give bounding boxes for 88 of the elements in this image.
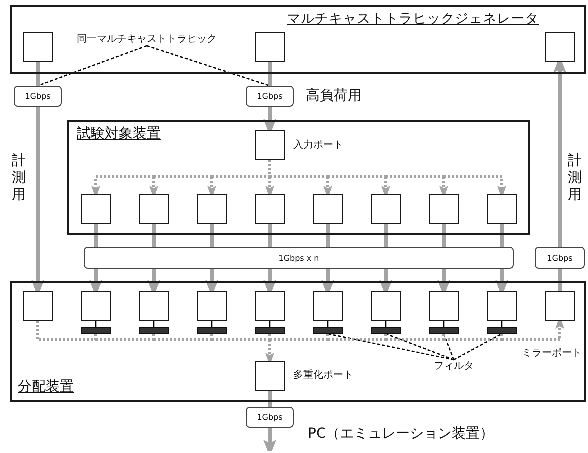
dashed-line xyxy=(270,176,328,178)
dashed-line xyxy=(386,176,444,178)
dashed-line xyxy=(96,338,154,342)
port-box xyxy=(139,194,169,224)
device-title: 分配装置 xyxy=(18,379,74,396)
filter-bar xyxy=(139,327,169,334)
dashed-line xyxy=(36,321,96,342)
port-box xyxy=(545,32,575,62)
port-box xyxy=(255,291,285,321)
vertical-note: 計測用 xyxy=(11,153,27,204)
bandwidth-tag: 1Gbps xyxy=(535,247,585,269)
port-box xyxy=(545,291,575,321)
port-box xyxy=(487,291,517,321)
leader-line xyxy=(454,333,502,361)
dashed-line xyxy=(154,338,212,342)
side-note: 高負荷用 xyxy=(306,88,362,105)
dashed-line xyxy=(442,334,446,340)
filter-bar xyxy=(255,327,285,334)
port-label: ミラーポート xyxy=(522,348,582,360)
link-line xyxy=(36,62,40,86)
filter-bar xyxy=(371,327,401,334)
dashed-line xyxy=(444,338,502,342)
device-title: 試験対象装置 xyxy=(77,126,161,143)
bandwidth-band: 1Gbps x n xyxy=(84,247,514,269)
leader-line xyxy=(443,334,455,360)
link-line xyxy=(326,224,330,247)
link-line xyxy=(268,224,272,247)
port-box xyxy=(197,194,227,224)
port-label: 多重化ポート xyxy=(294,370,354,382)
port-box xyxy=(429,194,459,224)
bandwidth-tag: 1Gbps xyxy=(246,407,294,428)
leader-line xyxy=(386,333,454,361)
bandwidth-tag: 1Gbps xyxy=(14,86,62,107)
link-line xyxy=(384,224,388,247)
dashed-line xyxy=(212,338,270,342)
filter-bar xyxy=(429,327,459,334)
side-note: PC（エミュレーション装置） xyxy=(308,426,494,443)
port-box xyxy=(197,291,227,321)
callout-text: フィルタ xyxy=(434,360,474,373)
leader-line xyxy=(328,333,454,361)
dashed-line xyxy=(386,338,444,342)
port-box xyxy=(255,194,285,224)
filter-bar xyxy=(81,327,111,334)
dashed-line xyxy=(326,334,330,340)
filter-bar xyxy=(313,327,343,334)
device-frame xyxy=(10,5,586,74)
port-box xyxy=(139,291,169,321)
dashed-line xyxy=(268,160,272,177)
dashed-line xyxy=(328,176,386,178)
port-box xyxy=(313,291,343,321)
bandwidth-tag: 1Gbps xyxy=(246,86,294,107)
port-box xyxy=(313,194,343,224)
filter-bar xyxy=(197,327,227,334)
dashed-line xyxy=(152,334,156,340)
link-line xyxy=(268,391,272,407)
dashed-line xyxy=(210,334,214,340)
port-box xyxy=(81,291,111,321)
device-frame xyxy=(10,281,586,402)
dashed-line xyxy=(154,176,212,178)
dashed-line xyxy=(212,176,270,178)
device-frame xyxy=(67,120,530,235)
filter-bar xyxy=(487,327,517,334)
dashed-line xyxy=(270,338,328,342)
link-line xyxy=(94,224,98,247)
dashed-line xyxy=(328,338,386,342)
dashed-line xyxy=(500,334,504,340)
link-line xyxy=(442,224,446,247)
leader-line xyxy=(146,45,270,87)
port-box xyxy=(23,32,53,62)
port-label: 入力ポート xyxy=(294,140,344,152)
link-line xyxy=(500,224,504,247)
dashed-line xyxy=(94,334,98,340)
port-box xyxy=(487,194,517,224)
device-title: マルチキャストトラヒックジェネレータ xyxy=(287,11,539,28)
dashed-line xyxy=(268,334,272,340)
port-box xyxy=(23,291,53,321)
port-box xyxy=(81,194,111,224)
link-line xyxy=(558,269,562,291)
port-box xyxy=(429,291,459,321)
port-box xyxy=(255,32,285,62)
vertical-note: 計測用 xyxy=(567,153,583,204)
port-box xyxy=(371,194,401,224)
link-line xyxy=(268,62,272,86)
link-line xyxy=(152,224,156,247)
link-line xyxy=(210,224,214,247)
dashed-line xyxy=(384,334,388,340)
callout-text: 同一マルチキャストトラヒック xyxy=(77,33,217,46)
port-box xyxy=(371,291,401,321)
